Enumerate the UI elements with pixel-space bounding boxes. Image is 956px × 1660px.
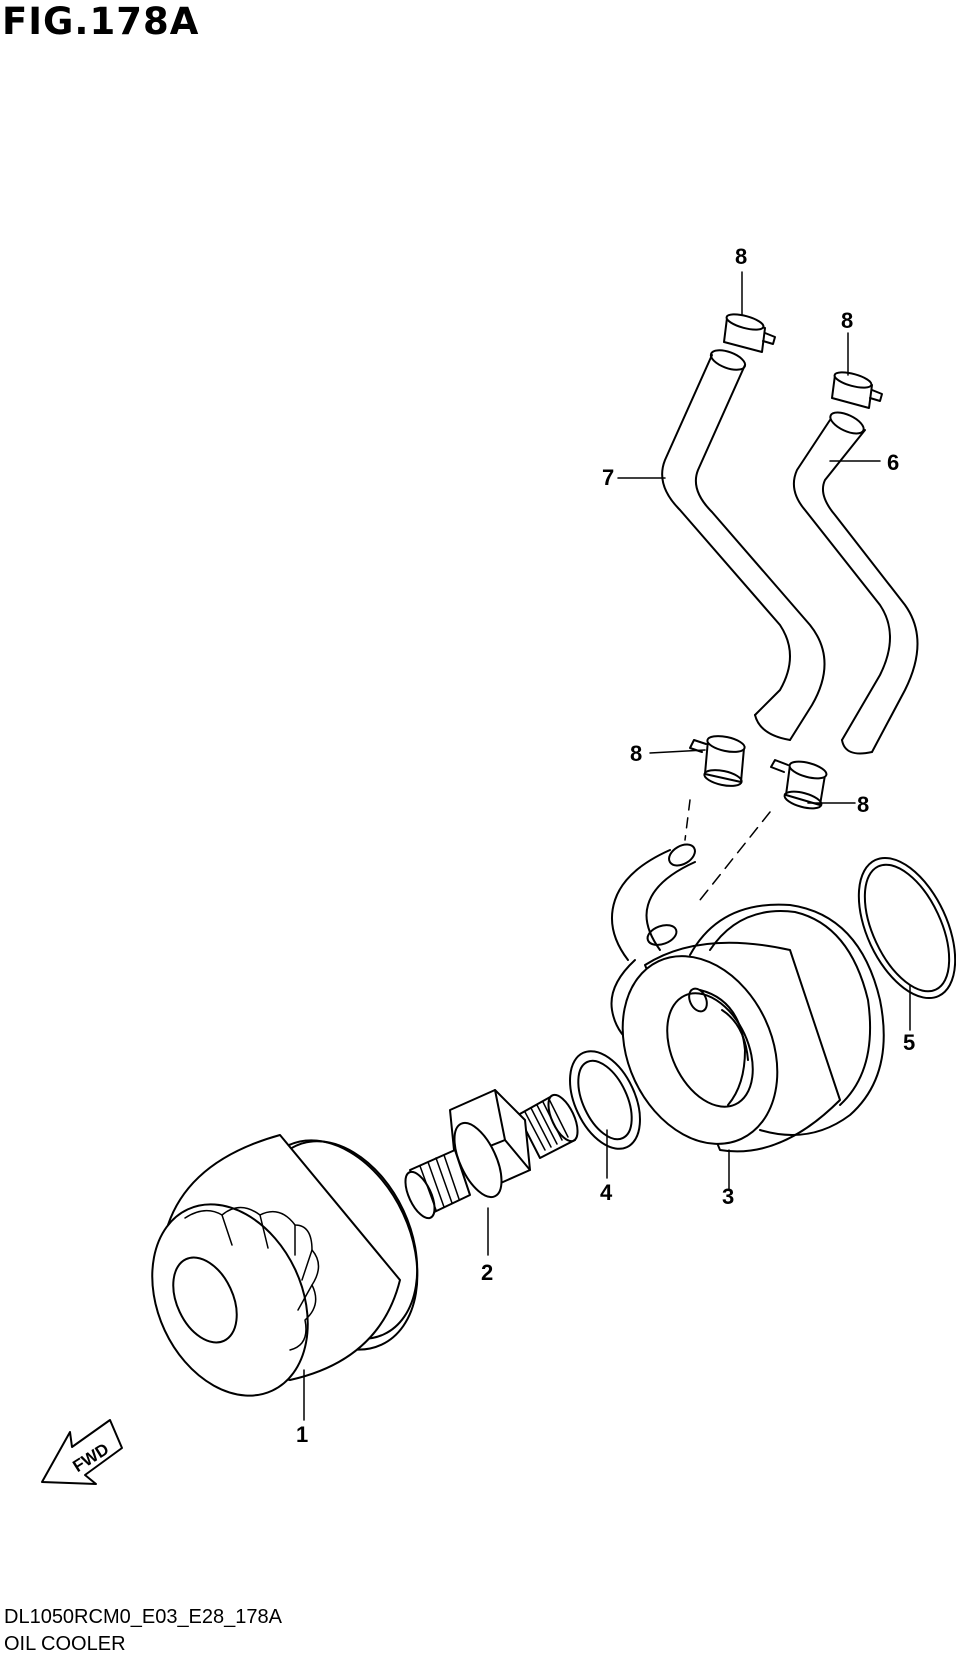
callout-2: 2	[481, 1260, 493, 1285]
diagram-name: OIL COOLER	[4, 1633, 126, 1655]
callout-1: 1	[296, 1422, 308, 1447]
callout-5: 5	[903, 1030, 915, 1055]
callout-8-mid-left: 8	[630, 741, 642, 766]
oil-filter[interactable]	[122, 1114, 449, 1421]
callout-6: 6	[887, 450, 899, 475]
callout-8-top-right: 8	[841, 308, 853, 333]
hose-right[interactable]	[792, 408, 919, 755]
clamp-mid-right[interactable]	[770, 758, 828, 811]
clamp-top-right[interactable]	[831, 369, 883, 409]
union-bolt[interactable]	[399, 1089, 583, 1222]
diagram-code: DL1050RCM0_E03_E28_178A	[4, 1606, 282, 1628]
callout-7: 7	[602, 465, 614, 490]
figure-title: FIG.178A	[2, 0, 200, 43]
callout-4: 4	[600, 1180, 613, 1205]
fwd-arrow: FWD	[41, 1419, 123, 1485]
callout-8-top-left: 8	[735, 244, 747, 269]
callout-8-mid-right: 8	[857, 792, 869, 817]
o-ring-small[interactable]	[556, 1040, 654, 1160]
clamp-top-left[interactable]	[723, 311, 776, 353]
hose-left[interactable]	[661, 346, 826, 741]
callout-labels: 1 2 3 4 5 6 7 8 8 8 8	[296, 244, 915, 1447]
callout-3: 3	[722, 1184, 734, 1209]
clamp-mid-left[interactable]	[689, 733, 746, 789]
o-ring-large[interactable]	[839, 843, 956, 1013]
leader-lines	[303, 271, 911, 1421]
oil-cooler[interactable]	[593, 799, 885, 1169]
